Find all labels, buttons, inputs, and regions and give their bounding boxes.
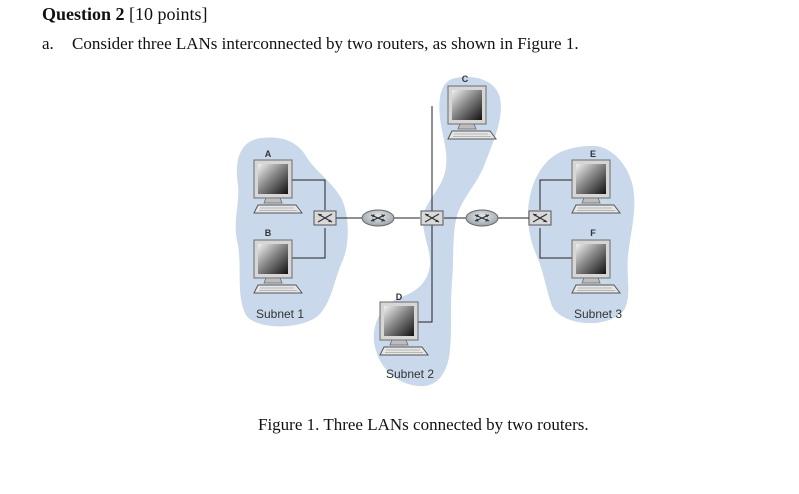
host-c-label: C — [462, 74, 469, 84]
network-links — [290, 106, 576, 323]
subnet-1-label: Subnet 1 — [256, 307, 304, 321]
router-2-icon — [465, 209, 499, 227]
part-label: a. — [42, 34, 54, 53]
part-text: Consider three LANs interconnected by tw… — [72, 34, 579, 53]
subnet-3-label: Subnet 3 — [574, 307, 622, 321]
figure-caption: Figure 1. Three LANs connected by two ro… — [258, 415, 589, 434]
question-part-a: a. Consider three LANs interconnected by … — [42, 34, 579, 54]
switch-subnet-2-icon — [420, 210, 444, 226]
question-title: Question 2 — [42, 4, 125, 24]
subnet-2-label: Subnet 2 — [386, 367, 434, 381]
host-e-label: E — [590, 149, 596, 159]
router-1-icon — [361, 209, 395, 227]
switch-subnet-3-icon — [528, 210, 552, 226]
host-f-label: F — [590, 228, 596, 238]
switch-subnet-1-icon — [313, 210, 337, 226]
host-a-label: A — [265, 149, 272, 159]
host-b-label: B — [265, 228, 272, 238]
question-heading: Question 2 [10 points] — [42, 4, 208, 25]
host-d-label: D — [396, 292, 403, 302]
question-points: [10 points] — [129, 4, 208, 24]
